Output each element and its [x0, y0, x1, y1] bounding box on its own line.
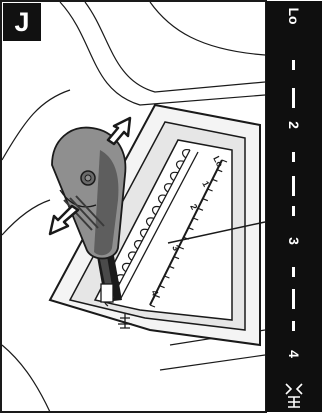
figure-label: J: [3, 3, 41, 41]
four-wheel-drive-icon: [283, 382, 305, 408]
strip-tick: [292, 176, 295, 196]
strip-tick: [292, 152, 295, 162]
strip-label-lo: Lo: [287, 0, 301, 44]
strip-tick: [292, 289, 295, 309]
strip-tick: [292, 267, 295, 277]
strip-label-3: 3: [287, 213, 301, 269]
strip-label-2: 2: [287, 97, 301, 153]
strip-label-4: 4: [287, 326, 301, 382]
scale-strip: Lo 2 3 4: [266, 1, 322, 412]
transmission-illustration: Lo 1 2 3 4: [0, 0, 268, 413]
strip-tick: [292, 60, 295, 70]
